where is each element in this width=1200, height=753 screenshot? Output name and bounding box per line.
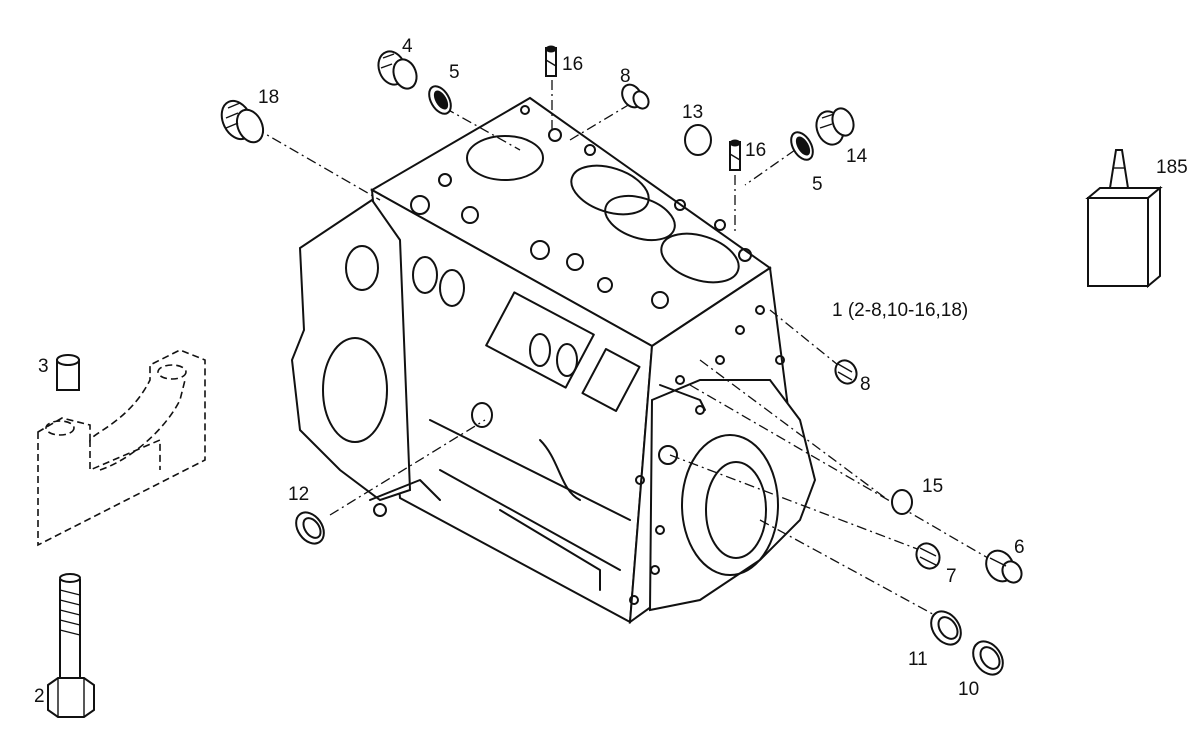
cap-13 (684, 124, 712, 156)
bearing-cap-phantom (37, 349, 206, 547)
sealant-tube-185 (1085, 149, 1163, 289)
dowel-pin-16-top (545, 45, 557, 77)
callout-15: 15 (922, 476, 943, 497)
plug-8-top (621, 83, 650, 110)
leader-lines (254, 80, 1001, 619)
callout-5a: 5 (449, 62, 460, 83)
dowel-pin-16-right (729, 139, 741, 171)
plug-7 (915, 542, 941, 570)
callout-1: 1 (2-8,10-16,18) (832, 300, 968, 321)
plug-18 (220, 99, 265, 144)
callout-4: 4 (402, 36, 413, 57)
callout-16b: 16 (745, 140, 766, 161)
seal-ring-5-top (428, 85, 452, 115)
engine-block (290, 96, 817, 625)
bolt-2 (47, 573, 95, 718)
cap-15 (891, 489, 913, 515)
plug-4 (377, 50, 418, 90)
dowel-sleeve-3 (56, 354, 80, 391)
seal-12 (295, 511, 325, 545)
callout-185: 185 (1156, 157, 1188, 178)
callout-3: 3 (38, 356, 49, 377)
callout-6: 6 (1014, 537, 1025, 558)
plug-8-right (834, 359, 858, 385)
plug-14 (815, 107, 855, 146)
callout-2: 2 (34, 686, 45, 707)
callout-14: 14 (846, 146, 868, 167)
callout-7: 7 (946, 566, 957, 587)
callout-5b: 5 (812, 174, 823, 195)
bushing-11 (930, 610, 962, 646)
plug-6 (985, 549, 1023, 584)
callout-8b: 8 (860, 374, 871, 395)
callout-12: 12 (288, 484, 309, 505)
callout-18: 18 (258, 87, 279, 108)
bushing-10 (972, 640, 1004, 676)
callout-13: 13 (682, 102, 703, 123)
callout-8a: 8 (620, 66, 631, 87)
callout-11: 11 (908, 649, 928, 670)
callout-16a: 16 (562, 54, 583, 75)
callout-10: 10 (958, 679, 979, 700)
seal-ring-5-right (790, 131, 814, 161)
